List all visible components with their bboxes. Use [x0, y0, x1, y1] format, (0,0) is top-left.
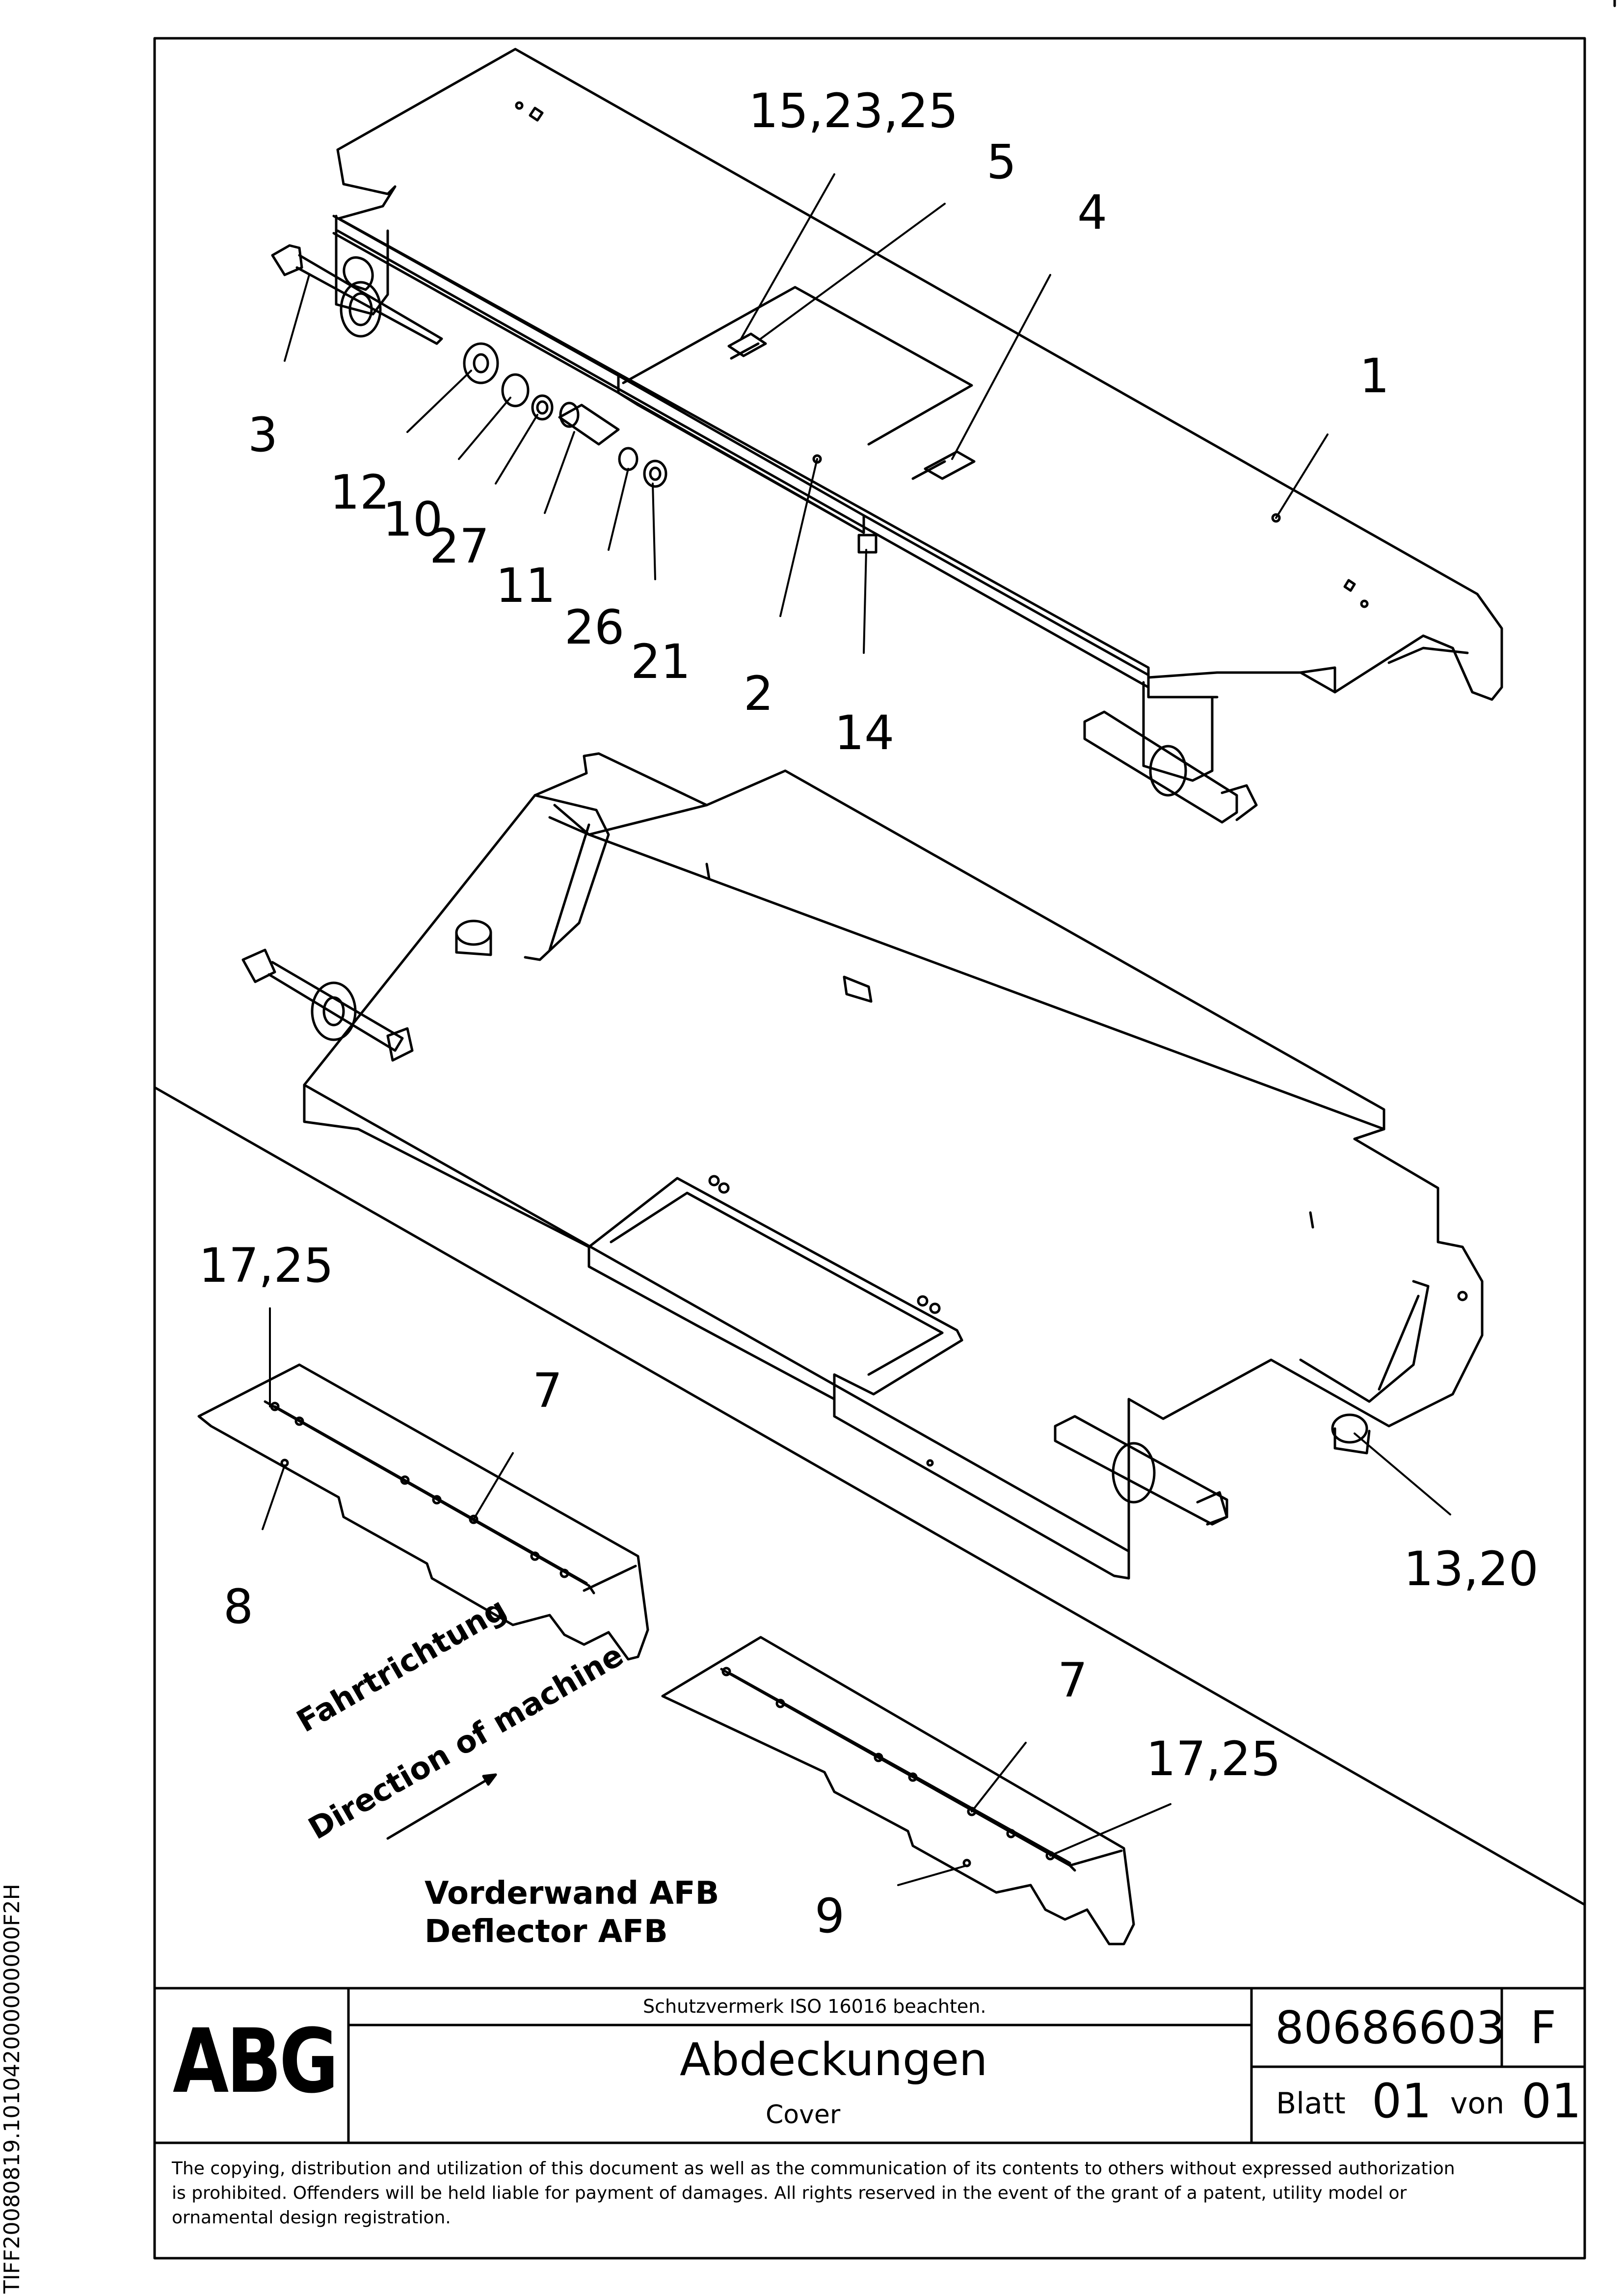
sheet-label: Blatt — [1276, 2086, 1346, 2121]
drawing-title-de: Abdeckungen — [680, 2033, 988, 2086]
drawing-frame — [153, 37, 1586, 2260]
callout-5: 5 — [986, 135, 1017, 189]
callout-11: 11 — [496, 558, 556, 613]
deflector-part-8 — [197, 1363, 649, 1661]
of-label: von — [1450, 2086, 1505, 2121]
upper-cover-assembly — [271, 48, 1503, 824]
callout-7-right: 7 — [1058, 1653, 1088, 1708]
deflector-part-9 — [661, 1636, 1135, 1945]
ground-line — [153, 1086, 1586, 1906]
leader-lines — [262, 173, 1451, 1886]
title-block-lines — [153, 1987, 1586, 2144]
callout-17-25-left: 17,25 — [199, 1238, 334, 1293]
callout-10: 10 — [383, 492, 443, 547]
callout-7-left: 7 — [532, 1363, 563, 1418]
copyright-line-1: The copying, distribution and utilizatio… — [172, 2159, 1455, 2179]
callout-8: 8 — [223, 1579, 254, 1634]
sheet-number: 01 — [1372, 2074, 1432, 2129]
callout-27: 27 — [429, 519, 490, 574]
drawing-title-en: Cover — [766, 2100, 841, 2130]
callout-14: 14 — [834, 705, 895, 760]
copyright-line-3: ornamental design registration. — [172, 2208, 451, 2228]
sheet-total: 01 — [1521, 2074, 1582, 2129]
protection-note: Schutzvermerk ISO 16016 beachten. — [643, 1996, 986, 2017]
variant-label-en: Deflector AFB — [425, 1914, 668, 1950]
callout-2: 2 — [744, 666, 774, 721]
side-archive-code: TIFF20080819.101042000000000F2H — [0, 1884, 25, 2294]
copyright-line-2: is prohibited. Offenders will be held li… — [172, 2183, 1407, 2203]
callout-12: 12 — [330, 465, 390, 520]
callout-13-20: 13,20 — [1404, 1541, 1539, 1596]
variant-label-de: Vorderwand AFB — [425, 1875, 719, 1912]
drawing-number: 80686603 — [1275, 2001, 1505, 2054]
callout-4: 4 — [1077, 185, 1108, 240]
callout-21: 21 — [631, 634, 691, 689]
callout-3: 3 — [248, 407, 278, 462]
lower-tray-assembly — [241, 752, 1484, 1580]
callout-26: 26 — [564, 600, 625, 655]
callout-9: 9 — [815, 1889, 845, 1944]
callout-17-25-right: 17,25 — [1146, 1731, 1281, 1786]
revision-letter: F — [1530, 2001, 1556, 2054]
direction-arrow — [386, 1773, 497, 1840]
company-logo: ABG — [173, 2010, 339, 2113]
callout-15-23-25: 15,23,25 — [748, 83, 958, 138]
callout-1: 1 — [1359, 349, 1390, 404]
